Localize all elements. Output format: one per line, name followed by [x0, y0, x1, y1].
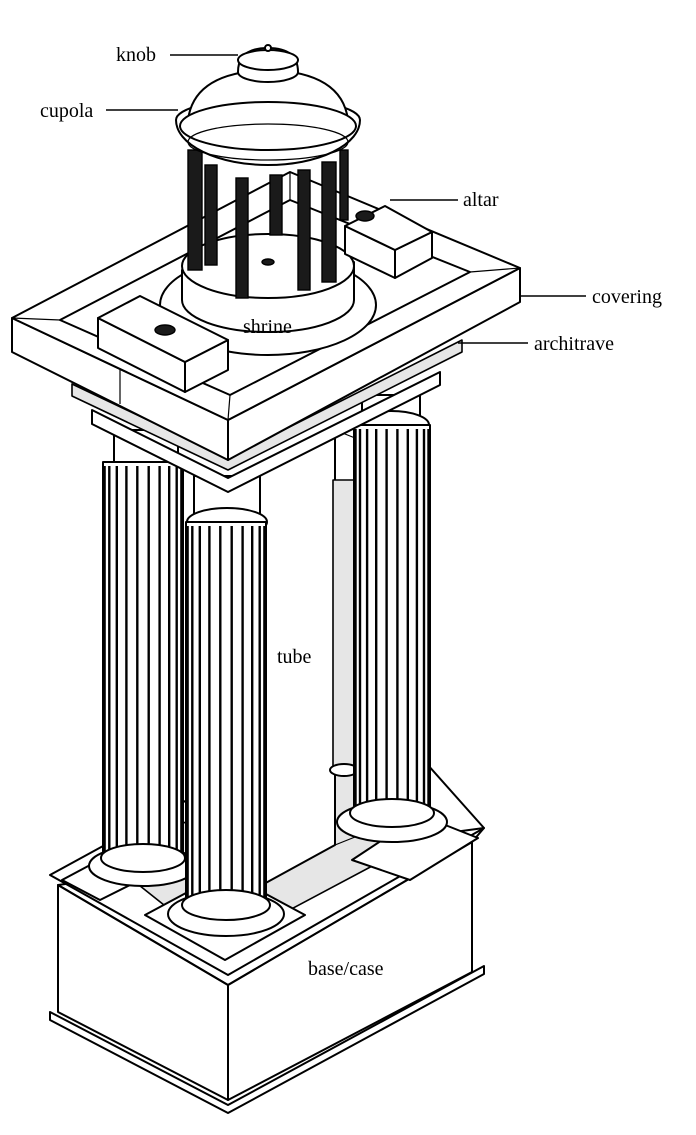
shrine: [159, 233, 377, 356]
label-cupola: cupola: [40, 100, 93, 122]
column-back-left: [88, 429, 198, 887]
label-architrave: architrave: [534, 333, 614, 355]
label-covering: covering: [592, 286, 662, 308]
label-tube: tube: [277, 646, 312, 668]
altar-right: [344, 205, 433, 279]
column-front: [167, 475, 285, 937]
architrave: [71, 339, 463, 493]
label-shrine: shrine: [243, 316, 292, 338]
altar-left: [97, 295, 229, 393]
label-altar: altar: [463, 189, 499, 211]
cupola-pillars: [187, 149, 349, 299]
label-knob: knob: [116, 44, 156, 66]
label-base-case: base/case: [308, 958, 384, 980]
column-back-right: [336, 394, 448, 843]
cupola: [175, 69, 361, 166]
knob: [237, 44, 299, 83]
